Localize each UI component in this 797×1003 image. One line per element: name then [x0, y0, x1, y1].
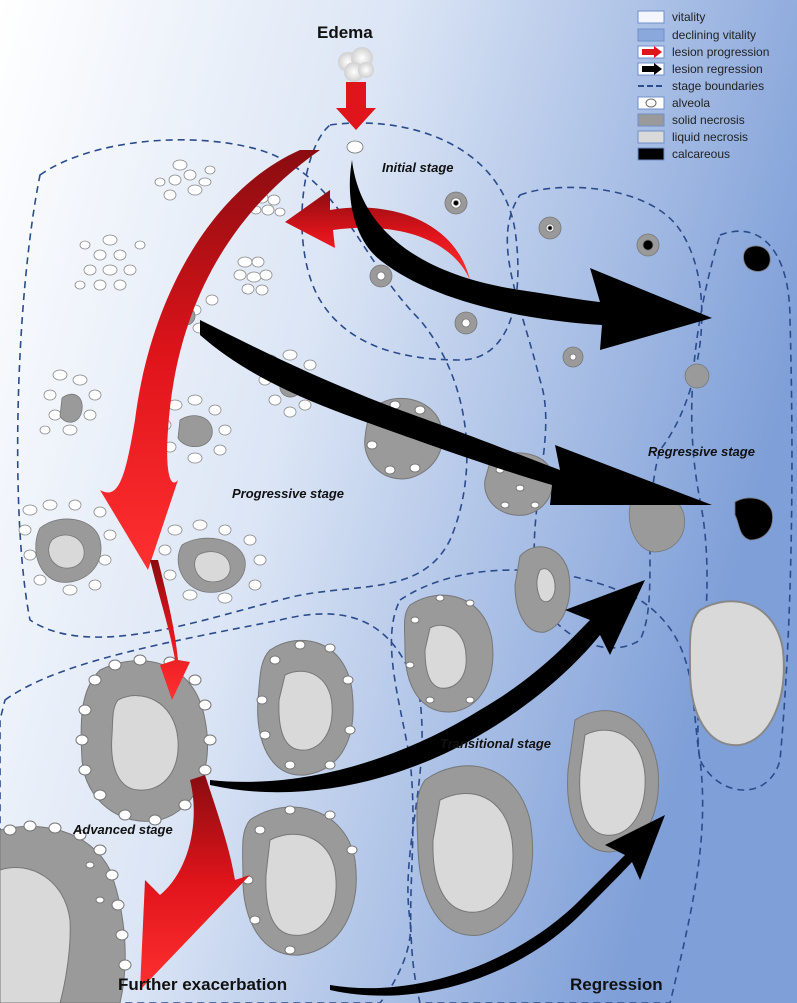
- legend-item-liquid-necrosis: liquid necrosis: [637, 130, 748, 144]
- regression-arrow-middle: [200, 320, 712, 505]
- regressive-lesion: [567, 710, 659, 853]
- initial-lesions: [346, 140, 478, 335]
- alveola-cluster-3: [74, 234, 146, 291]
- calcareous-boundary: [690, 230, 793, 791]
- legend-item-vitality: vitality: [637, 10, 705, 24]
- small-lesion: [444, 191, 468, 215]
- edema-cloud: [338, 47, 374, 82]
- alveola-cluster-4: [233, 256, 273, 296]
- legend-label: lesion regression: [672, 62, 763, 76]
- legend-item-stage-boundaries: stage boundaries: [638, 79, 764, 93]
- calcareous-lesion: [743, 245, 771, 272]
- alveola-cluster-1: [154, 159, 216, 201]
- legend-label: vitality: [672, 10, 705, 24]
- progression-arrow-back: [285, 190, 470, 280]
- legend-item-declining-vitality: declining vitality: [637, 28, 756, 42]
- legend-label: liquid necrosis: [672, 130, 748, 144]
- small-lesion: [538, 216, 562, 240]
- label-edema: Edema: [317, 23, 373, 42]
- progression-arrows: [100, 82, 470, 990]
- large-lesions: [0, 594, 785, 1003]
- label-progressive-stage: Progressive stage: [232, 486, 344, 501]
- legend-item-alveola: alveola: [637, 96, 710, 110]
- label-regression: Regression: [570, 975, 663, 994]
- legend-item-solid-necrosis: solid necrosis: [637, 113, 745, 127]
- progression-arrow-main: [100, 150, 320, 570]
- alveola-cluster-6: [39, 369, 102, 436]
- solid-necrosis-core: [177, 415, 213, 448]
- regressive-lesions: [538, 216, 773, 553]
- regression-arrow-bottom: [330, 815, 665, 996]
- exacerbation-lesion: [0, 820, 132, 1003]
- progressive-stage-boundary: [16, 139, 468, 638]
- progression-arrow-exacerbation: [140, 775, 250, 990]
- regression-arrow-top: [349, 160, 712, 350]
- edema-down-arrow: [336, 82, 376, 130]
- progression-arrow-advanced: [150, 560, 190, 700]
- regressive-stage-boundary: [506, 186, 703, 649]
- legend-item-lesion-progression: lesion progression: [637, 45, 769, 59]
- legend-item-lesion-regression: lesion regression: [637, 62, 763, 76]
- legend-label: declining vitality: [672, 28, 756, 42]
- solid-necrosis-core: [59, 393, 83, 423]
- regression-arrows: [200, 160, 712, 996]
- label-transitional-stage: Transitional stage: [440, 736, 551, 751]
- regressive-lesion: [416, 765, 534, 936]
- advanced-lesion: [75, 654, 217, 826]
- label-regressive-stage: Regressive stage: [648, 444, 755, 459]
- legend-label: lesion progression: [672, 45, 769, 59]
- alveola: [346, 140, 364, 154]
- initial-stage-boundary: [301, 122, 519, 361]
- transitional-lesion: [256, 639, 356, 776]
- alveola-icon: [645, 98, 657, 108]
- transitional-lesion: [403, 594, 494, 713]
- regression-arrow-transitional: [210, 580, 645, 793]
- small-lesion: [454, 311, 478, 335]
- legend-label: calcareous: [672, 147, 730, 161]
- legend-label: stage boundaries: [672, 79, 764, 93]
- alveola-cluster-9: [18, 499, 117, 596]
- black-arrow-icon: [642, 63, 662, 75]
- legend: vitality declining vitality lesion progr…: [637, 10, 769, 161]
- liquid-necrosis-lesion: [688, 600, 785, 747]
- label-initial-stage: Initial stage: [382, 160, 454, 175]
- small-lesion: [636, 233, 660, 257]
- small-lesion: [369, 264, 393, 288]
- alveola-cluster-10: [158, 519, 267, 604]
- red-arrow-icon: [642, 46, 662, 58]
- liquid-necrosis-lesion: [514, 546, 571, 633]
- solid-necrosis-small: [684, 363, 710, 389]
- small-lesion: [562, 346, 584, 368]
- label-advanced-stage: Advanced stage: [72, 822, 173, 837]
- liquid-necrosis-core: [48, 534, 85, 569]
- legend-label: alveola: [672, 96, 710, 110]
- legend-item-calcareous: calcareous: [637, 147, 730, 161]
- transitional-lesion: [242, 805, 358, 956]
- calcareous-lesion: [734, 497, 773, 541]
- legend-label: solid necrosis: [672, 113, 745, 127]
- label-further-exacerbation: Further exacerbation: [118, 975, 287, 994]
- liquid-necrosis-core: [194, 551, 231, 583]
